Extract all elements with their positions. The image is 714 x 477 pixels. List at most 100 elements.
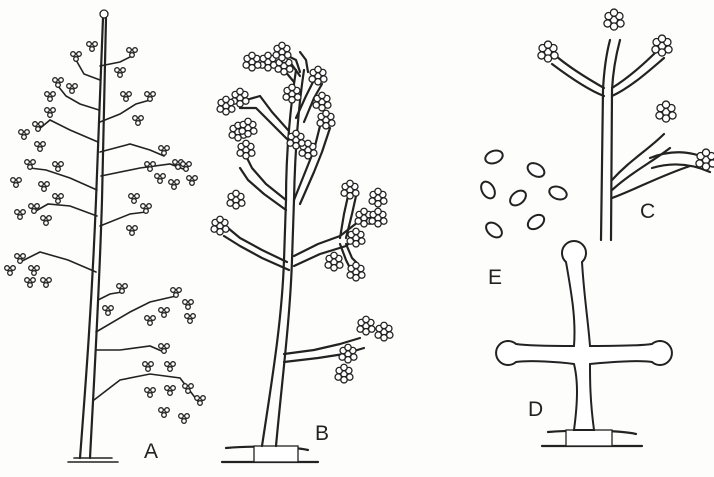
panel-a-spore-tuft bbox=[145, 162, 156, 172]
spore-cell bbox=[93, 42, 98, 47]
spore-cell bbox=[182, 419, 187, 424]
spore-cell bbox=[48, 97, 53, 102]
panel-b-foot-cell bbox=[254, 446, 298, 462]
panel-b-drawing bbox=[211, 42, 393, 462]
spore-cell bbox=[381, 322, 387, 328]
panel-a-branch bbox=[100, 212, 146, 226]
panel-a-spore-tuft bbox=[133, 116, 144, 126]
spore-cell bbox=[14, 183, 19, 188]
panel-b-spore-tufts bbox=[211, 42, 393, 383]
panel-a-spore-tuft bbox=[145, 316, 156, 326]
spore-cell bbox=[155, 174, 160, 179]
spore-cell bbox=[305, 140, 311, 146]
spore-cell bbox=[201, 396, 206, 401]
panel-a-spore-tuft bbox=[181, 162, 192, 172]
spore-cell bbox=[136, 121, 141, 126]
panel-b-spore-tuft bbox=[317, 110, 335, 129]
spore-cell bbox=[323, 110, 329, 116]
panel-c-spore-tuft bbox=[696, 149, 714, 170]
spore-cell bbox=[31, 278, 36, 283]
panel-a-spore-tuft bbox=[121, 92, 132, 102]
spore-cell bbox=[39, 122, 44, 127]
spore-cell bbox=[25, 278, 30, 283]
spore-cell bbox=[169, 180, 174, 185]
panel-a-spore-tuft bbox=[67, 84, 78, 94]
spore-cell bbox=[186, 305, 191, 310]
spore-cell bbox=[181, 162, 186, 167]
spore-cell bbox=[353, 241, 359, 247]
spore-cell bbox=[353, 275, 359, 281]
spore-cell bbox=[315, 79, 321, 85]
panel-a-spore-tuft bbox=[169, 180, 180, 190]
spore-cell bbox=[44, 221, 49, 226]
spore-cell bbox=[233, 190, 239, 196]
spore-cell bbox=[139, 116, 144, 121]
spore-cell bbox=[19, 130, 24, 135]
spore-cell bbox=[39, 182, 44, 187]
panel-c-spore-tufts bbox=[538, 9, 714, 170]
panel-a-spore-tuft bbox=[41, 216, 52, 226]
spore-cell bbox=[179, 414, 184, 419]
panel-b-spore-tuft bbox=[287, 130, 305, 149]
spore-cell bbox=[132, 199, 137, 204]
panel-a-branch bbox=[98, 292, 122, 300]
spore-cell bbox=[289, 84, 295, 90]
spore-cell bbox=[32, 271, 37, 276]
spore-cell bbox=[279, 55, 285, 61]
panel-a-spore-tuft bbox=[35, 142, 46, 152]
spore-cell bbox=[56, 83, 61, 88]
spore-cell bbox=[158, 179, 163, 184]
panel-b-branch bbox=[224, 236, 289, 270]
panel-a-label: A bbox=[144, 440, 158, 463]
panel-b-spore-tuft bbox=[369, 208, 387, 227]
spore-cell bbox=[73, 84, 78, 89]
spore-cell bbox=[610, 23, 617, 30]
spore-cell bbox=[145, 162, 150, 167]
panel-a-spore-tuft bbox=[53, 194, 64, 204]
panel-a-spore-tuft bbox=[29, 266, 40, 276]
panel-a-spore-tuft bbox=[127, 48, 138, 58]
spore-cell bbox=[130, 231, 135, 236]
spore-cell bbox=[658, 35, 665, 42]
panel-a-spore-tuft bbox=[71, 52, 82, 62]
panel-a-spore-tuft bbox=[53, 78, 64, 88]
panel-a-branch bbox=[58, 86, 99, 110]
panel-a-substrate bbox=[68, 458, 118, 462]
panel-b-spore-tuft bbox=[325, 252, 343, 271]
spore-cell bbox=[32, 209, 37, 214]
spore-cell bbox=[45, 92, 50, 97]
spore-cell bbox=[249, 65, 255, 71]
panel-c-spore-tuft bbox=[656, 101, 676, 122]
spore-cell bbox=[56, 199, 61, 204]
spore-cell bbox=[183, 384, 188, 389]
panel-a-spore-tuft bbox=[195, 396, 206, 406]
panel-a-spore-tuft bbox=[11, 178, 22, 188]
spore-cell bbox=[245, 118, 251, 124]
spore-cell bbox=[151, 316, 156, 321]
spore-cell bbox=[610, 9, 617, 16]
spore-cell bbox=[151, 388, 156, 393]
spore-cell bbox=[375, 208, 381, 214]
panel-e-spore bbox=[547, 184, 568, 201]
spore-cell bbox=[331, 265, 337, 271]
spore-cell bbox=[237, 88, 243, 94]
panel-a-spore-tuft bbox=[183, 300, 194, 310]
panel-b-spore-tuft bbox=[347, 228, 365, 247]
panel-a-spore-tuft bbox=[129, 194, 140, 204]
spore-cell bbox=[217, 216, 223, 222]
spore-cell bbox=[59, 78, 64, 83]
panel-a-spore-tuft bbox=[183, 384, 194, 394]
spore-cell bbox=[15, 254, 20, 259]
panel-b-branch bbox=[246, 156, 286, 200]
panel-e-spore bbox=[478, 179, 497, 201]
spore-cell bbox=[144, 209, 149, 214]
spore-cell bbox=[21, 210, 26, 215]
panel-a-spore-tuft bbox=[145, 92, 156, 102]
spore-cell bbox=[123, 284, 128, 289]
panel-b-spore-tuft bbox=[357, 316, 375, 335]
spore-cell bbox=[245, 131, 251, 137]
spore-cell bbox=[127, 92, 132, 97]
spore-cell bbox=[120, 289, 125, 294]
spore-cell bbox=[117, 284, 122, 289]
spore-cell bbox=[35, 204, 40, 209]
